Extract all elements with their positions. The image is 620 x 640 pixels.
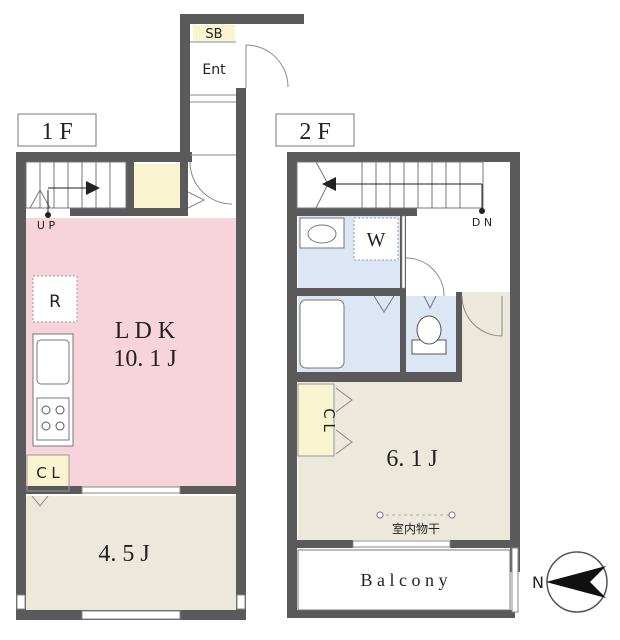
entrance-hall: [187, 41, 289, 209]
washer-label: W: [367, 229, 386, 251]
floor-1f-badge: [17, 113, 97, 147]
room-4-5j-area: [25, 496, 237, 612]
bathtub: [299, 299, 345, 369]
closet-1f-label: C L: [36, 464, 60, 482]
floor-2f-label: 2 F: [299, 119, 330, 145]
room-6-1j-area: [298, 292, 510, 540]
room-6-1j-size: 6. 1 J: [386, 446, 437, 472]
ldk-name: L D K: [115, 318, 176, 344]
stairs-1f: [25, 161, 127, 209]
stairs-up-arrow-icon: [86, 181, 100, 195]
walls-2f: [287, 152, 520, 618]
room-4-5j-size: 4. 5 J: [98, 541, 149, 567]
toilet: [411, 315, 447, 355]
balcony-label: B a l c o n y: [361, 570, 448, 590]
indoor-drying-label: 室内物干: [392, 521, 440, 536]
stairs-down-label: D N: [472, 216, 492, 229]
compass-north-label: N: [532, 573, 544, 592]
shoebox-label: SB: [205, 27, 222, 42]
wash-basin: [299, 217, 345, 249]
fridge-label: R: [49, 292, 61, 312]
stairs-up-label: U P: [37, 219, 56, 232]
storage-1f: [134, 164, 182, 210]
stairs-down-arrow-icon: [322, 177, 336, 191]
kitchen: [32, 333, 74, 447]
floor-1f-label: 1 F: [41, 119, 72, 145]
stairs-down-dot-icon: [479, 208, 485, 214]
closet-1f-area: [27, 455, 69, 491]
stairs-2f: [296, 161, 484, 210]
fridge-box: [32, 275, 78, 323]
balcony-area: [297, 549, 511, 611]
stairs-up-dot-icon: [45, 212, 51, 218]
ldk-size: 10. 1 J: [113, 346, 176, 372]
floor-2f-badge: [275, 113, 355, 147]
shoebox-area: [193, 25, 235, 41]
closet-2f-area: [298, 384, 334, 456]
washer-box: [353, 217, 399, 261]
compass-icon: [546, 551, 608, 613]
entrance-label: Ent: [202, 62, 226, 78]
closet-2f-label-c: C L: [320, 408, 338, 432]
